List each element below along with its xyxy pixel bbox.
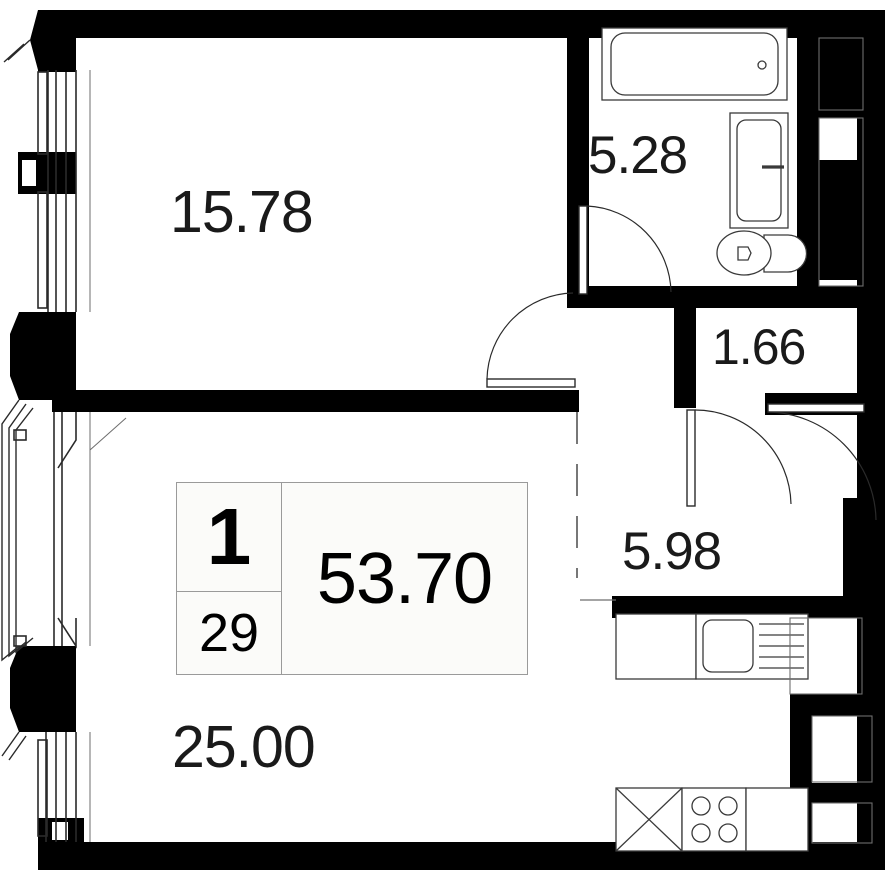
wall-kitchen-north: [612, 596, 862, 618]
inner-reveal-group: [89, 70, 127, 842]
window-sash-upper-1: [37, 71, 48, 155]
floor-number-value: 29: [198, 603, 260, 664]
bathroom-door: [578, 205, 672, 295]
door-group: [486, 205, 877, 521]
wall-bedroom-south: [52, 390, 579, 412]
shower-cabin-icon: [736, 119, 782, 222]
reveal-living-left-2: [89, 412, 127, 452]
window-sash-upper-2: [37, 191, 48, 309]
toilet-tank-icon: [763, 234, 808, 273]
wall-left-pier-lower: [10, 646, 76, 732]
wall-niche-divider-top: [797, 38, 819, 110]
niche-hall-right: [789, 617, 863, 695]
balcony-hinge-bottom: [13, 635, 27, 647]
wall-left-pier-mid: [10, 312, 76, 400]
burner-1-icon: [691, 796, 711, 816]
area-label-kitchen-living: 25.00: [172, 714, 316, 780]
bathroom-fixtures: [601, 27, 808, 276]
niche-right-upper: [818, 37, 864, 111]
bathtub-drain-icon: [757, 60, 767, 70]
area-label-closet: 1.66: [712, 319, 806, 375]
area-label-living-bedroom: 15.78: [170, 179, 314, 245]
wall-right-inner-b: [819, 160, 863, 280]
info-box-left-column: 1 29: [177, 483, 282, 674]
toilet-seat-icon: [737, 246, 752, 261]
total-area-value: 53.70: [316, 538, 493, 619]
zone-divider-group: [576, 412, 616, 601]
niche-lower-a: [811, 715, 873, 783]
kitchen-sink-basin-icon: [702, 619, 754, 673]
window-sash-lower: [37, 739, 48, 837]
balcony-glass-top: [3, 39, 31, 63]
wall-bathroom-south: [567, 286, 687, 308]
wall-hallway-east-return: [843, 498, 885, 598]
entrance-door-leaf: [767, 403, 865, 413]
burner-3-icon: [691, 823, 711, 843]
wall-reveal-mid-c: [57, 412, 77, 469]
bathroom-door-swing: [586, 205, 672, 293]
balcony-glass-bottom: [1, 731, 27, 761]
closet-door-leaf: [686, 409, 696, 507]
wall-left-mullion-upper-notch: [22, 160, 36, 186]
apartment-info-box: 1 29 53.70: [176, 482, 528, 675]
balcony-frame-upper-3: [15, 407, 34, 654]
bedroom-door: [486, 292, 576, 388]
wall-closet-north: [674, 286, 874, 308]
wall-closet-west: [674, 296, 696, 408]
room-count-value: 1: [177, 483, 281, 593]
bedroom-door-swing: [486, 292, 574, 380]
kitchen-counter-right: [745, 787, 809, 852]
wall-lower-niche-mid: [812, 783, 872, 803]
closet-door: [686, 409, 792, 507]
wall-top-left-pier: [38, 10, 76, 72]
burner-2-icon: [718, 796, 738, 816]
window-glazing-group: [1, 39, 77, 842]
area-label-bathroom: 5.28: [588, 126, 688, 185]
niche-outline-group: [789, 37, 873, 844]
bathroom-door-leaf: [578, 205, 588, 295]
burner-4-icon: [718, 823, 738, 843]
entrance-door: [767, 403, 877, 521]
kitchen-counter-left: [615, 613, 697, 680]
wall-right-inner-a: [819, 38, 863, 118]
kitchen-fixtures: [615, 613, 809, 852]
balcony-frame-upper-2: [8, 403, 27, 658]
kitchen-drainboard-icon: [759, 623, 804, 669]
closet-door-swing: [694, 409, 792, 505]
cooktop-icon: [681, 787, 747, 852]
balcony-frame-upper: [1, 399, 20, 662]
niche-lower-b: [811, 802, 873, 844]
bedroom-door-leaf: [486, 378, 576, 388]
refrigerator-x-2: [615, 787, 683, 852]
wall-reveal-mid-d: [57, 617, 77, 649]
balcony-hinge-top: [13, 429, 27, 441]
entrance-door-swing: [767, 411, 877, 521]
area-label-hallway: 5.98: [622, 522, 722, 581]
niche-right-lower: [818, 117, 864, 287]
bathtub-icon: [610, 32, 779, 96]
